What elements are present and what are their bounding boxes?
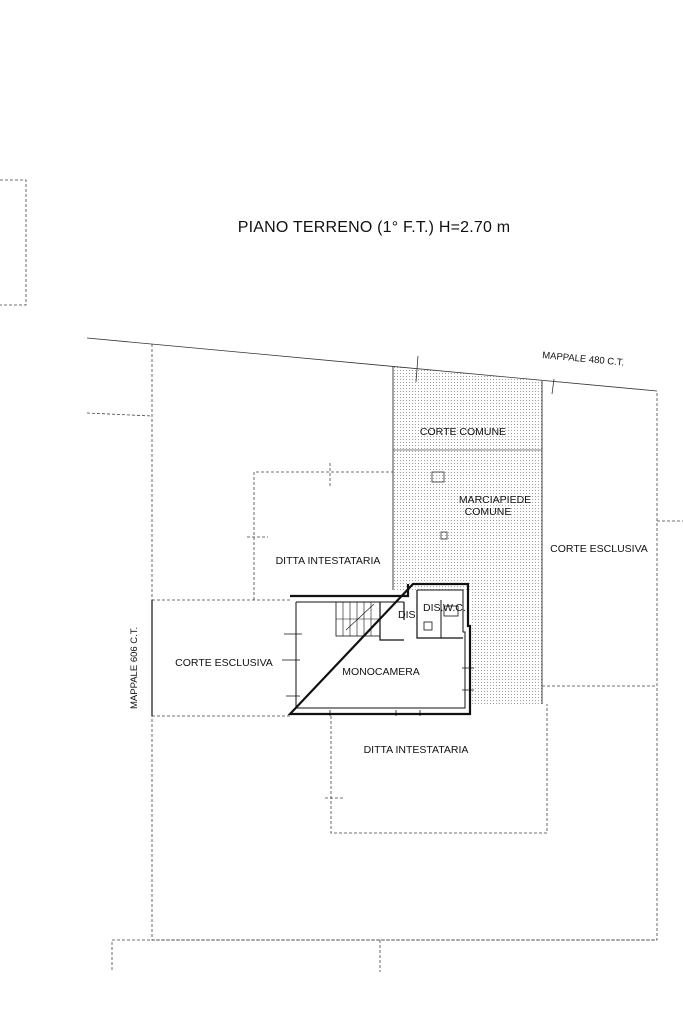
corte-comune-label: CORTE COMUNE: [420, 426, 506, 438]
corte-esclusiva-right-label: CORTE ESCLUSIVA: [550, 543, 648, 555]
building: [282, 582, 474, 716]
corte-esclusiva-left-label: CORTE ESCLUSIVA: [175, 657, 273, 669]
ditta-bottom-boundary: [330, 704, 548, 834]
boundary-tick-1: [415, 355, 419, 383]
mappale-606-label: MAPPALE 606 C.T.: [129, 627, 140, 709]
mappale-480-label: MAPPALE 480 C.T.: [542, 350, 625, 369]
ditta-intestataria-top-label: DITTA INTESTATARIA: [276, 555, 381, 567]
marciapiede-label-line1: MARCIAPIEDE: [459, 494, 531, 506]
dis-label-2: DIS.: [423, 602, 443, 614]
left-edge-fragment: [0, 179, 27, 306]
corte-comune-area: [393, 366, 542, 704]
strip-marker-2: [440, 531, 448, 540]
wc-label: W.C.: [443, 602, 466, 614]
dis-label-1: DIS.: [398, 609, 418, 621]
ditta-intestataria-bottom-label: DITTA INTESTATARIA: [364, 744, 469, 756]
monocamera-label: MONOCAMERA: [342, 666, 420, 678]
plan-title: PIANO TERRENO (1° F.T.) H=2.70 m: [237, 219, 511, 236]
boundary-tick-2: [551, 378, 555, 395]
strip-marker-1: [431, 471, 445, 483]
left-stub: [86, 412, 153, 417]
corte-esclusiva-left-boundary: [152, 599, 290, 717]
top-boundary: [86, 337, 658, 392]
bottom-boundary: [111, 939, 657, 970]
ditta-top-boundary: [253, 471, 393, 600]
marciapiede-label-line2: COMUNE: [465, 506, 512, 518]
